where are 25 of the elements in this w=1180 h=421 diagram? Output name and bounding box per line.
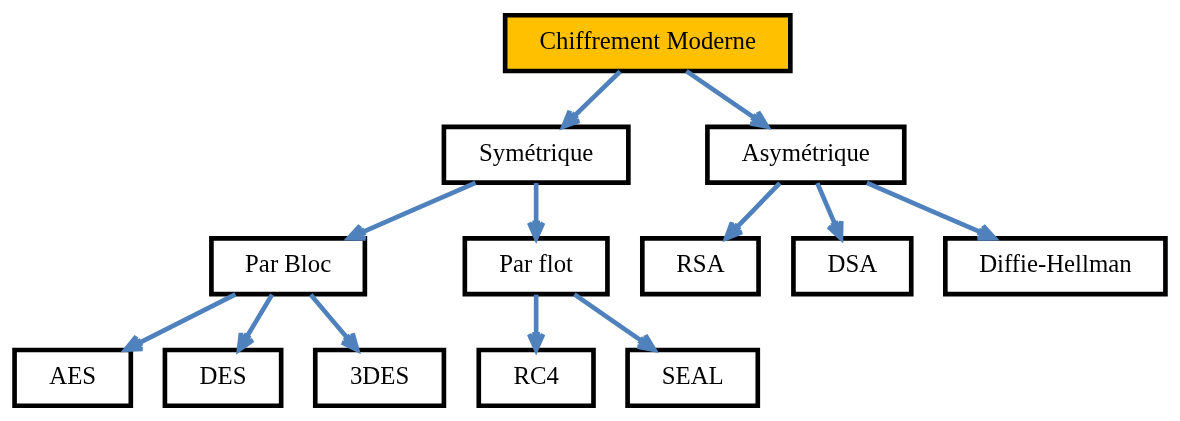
arrow	[346, 180, 477, 241]
arrow	[308, 293, 360, 353]
arrow	[573, 292, 657, 353]
node-box: SEAL	[625, 347, 761, 409]
node-box: RC4	[476, 347, 596, 409]
arrow	[526, 183, 546, 241]
node-box: Chiffrement Moderne	[502, 12, 793, 74]
arrow	[815, 182, 844, 241]
node-box: Symétrique	[441, 124, 631, 185]
node-box: Par flot	[462, 236, 610, 297]
arrow	[236, 293, 275, 353]
node-box: Diffie-Hellman	[943, 236, 1168, 297]
node-box: AES	[12, 347, 134, 409]
node-box: DSA	[791, 236, 914, 297]
arrow	[561, 69, 622, 129]
arrow	[865, 180, 997, 241]
node-box: DES	[162, 347, 284, 409]
arrow	[723, 181, 782, 241]
node-box: 3DES	[312, 347, 447, 409]
arrow	[526, 294, 546, 353]
arrow	[123, 292, 237, 353]
arrow	[685, 69, 770, 129]
node-box: Asymétrique	[705, 124, 907, 185]
node-box: Par Bloc	[209, 236, 368, 297]
node-box: RSA	[640, 236, 761, 297]
